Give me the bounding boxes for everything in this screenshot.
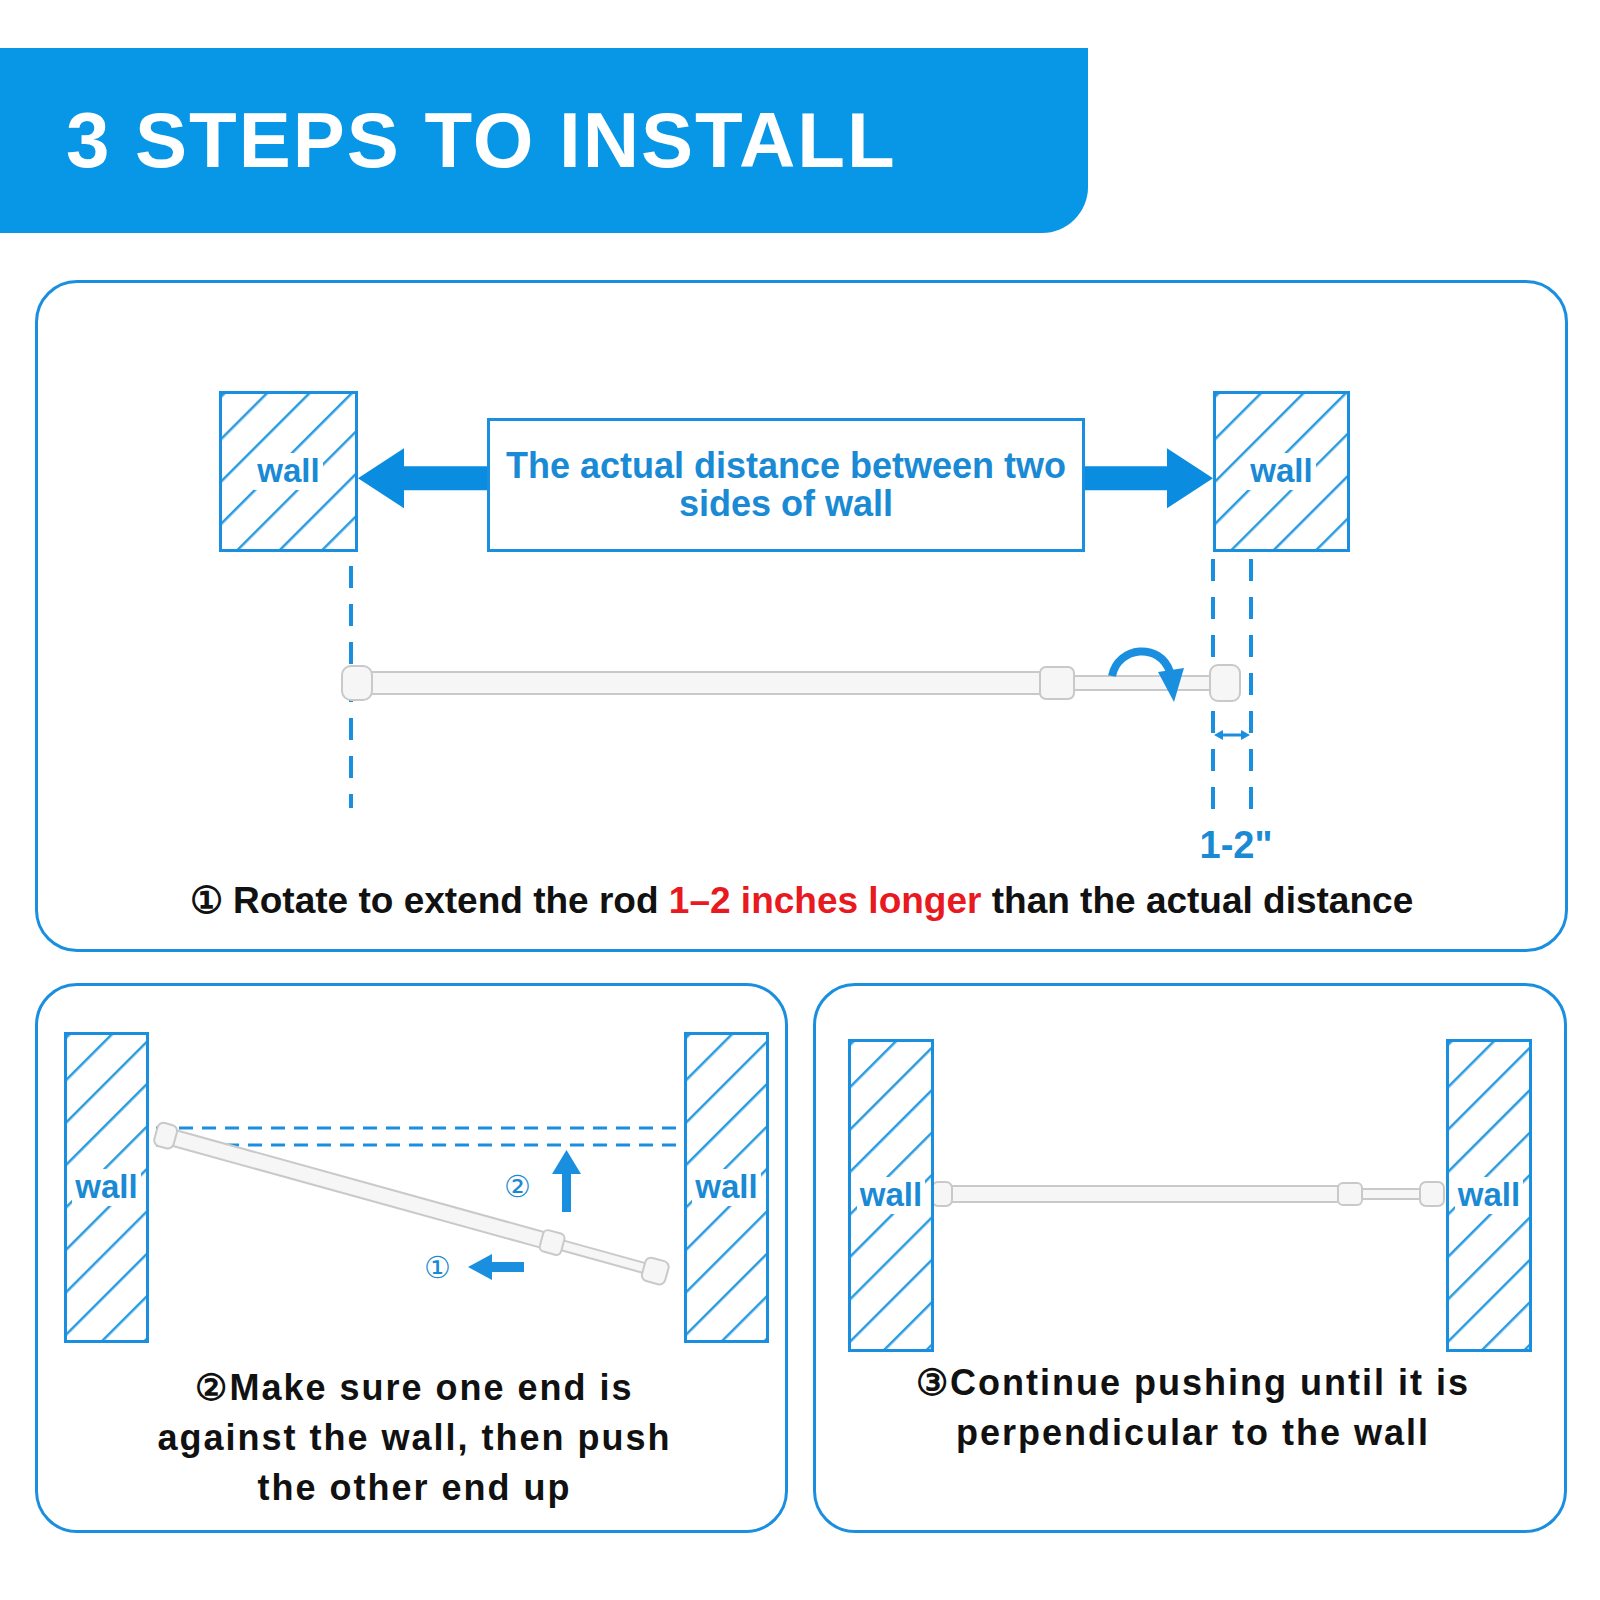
dimension-arrow bbox=[1214, 730, 1250, 740]
rotation-arrow bbox=[1112, 651, 1184, 702]
wall-label: wall bbox=[1247, 453, 1315, 489]
step-panel: ②Make sure one end is against the wall, … bbox=[35, 983, 788, 1533]
arrow-head bbox=[1167, 448, 1213, 508]
wall-block: wall bbox=[219, 391, 358, 552]
block-arrow bbox=[1085, 448, 1213, 508]
hatch-fill bbox=[222, 394, 355, 549]
wall-label: wall bbox=[72, 1169, 140, 1205]
tension-rod bbox=[153, 1121, 670, 1285]
caption-text: ②Make sure one end is against the wall, … bbox=[157, 1367, 671, 1508]
arrow-head bbox=[358, 448, 404, 508]
wall-block: wall bbox=[848, 1039, 934, 1352]
wall-label: wall bbox=[1455, 1177, 1523, 1213]
step-caption: ③Continue pushing until it is perpendicu… bbox=[913, 1358, 1473, 1458]
distance-box: The actual distance between two sides of… bbox=[487, 418, 1085, 552]
step-caption: ① Rotate to extend the rod 1–2 inches lo… bbox=[38, 879, 1565, 922]
dimension-label: 1-2" bbox=[1200, 824, 1273, 867]
wall-label: wall bbox=[857, 1177, 925, 1213]
guide-lines bbox=[156, 1128, 681, 1145]
step-panel: ① Rotate to extend the rod 1–2 inches lo… bbox=[35, 280, 1568, 952]
callout-number: ① bbox=[424, 1250, 451, 1285]
wall-label: wall bbox=[254, 453, 322, 489]
arrow-shaft bbox=[404, 466, 487, 490]
hatch-fill bbox=[687, 1035, 766, 1340]
arrow-shaft bbox=[1085, 466, 1167, 490]
step-caption: ②Make sure one end is against the wall, … bbox=[135, 1363, 695, 1513]
hatch-fill bbox=[1449, 1042, 1529, 1349]
hatch-fill bbox=[1216, 394, 1347, 549]
callout-number: ② bbox=[504, 1169, 531, 1204]
caption-text: than the actual distance bbox=[992, 880, 1414, 921]
hatch-fill bbox=[67, 1035, 146, 1340]
caption-text: ③Continue pushing until it is perpendicu… bbox=[916, 1362, 1470, 1453]
wall-block: wall bbox=[1446, 1039, 1532, 1352]
wall-label: wall bbox=[692, 1169, 760, 1205]
wall-block: wall bbox=[684, 1032, 769, 1343]
distance-text: The actual distance between two sides of… bbox=[504, 447, 1068, 523]
title-text: 3 STEPS TO INSTALL bbox=[66, 48, 897, 233]
wall-block: wall bbox=[1213, 391, 1350, 552]
caption-text: 1–2 inches longer bbox=[669, 880, 982, 921]
block-arrow bbox=[358, 448, 487, 508]
hatch-fill bbox=[851, 1042, 931, 1349]
guide-lines bbox=[351, 559, 1251, 816]
caption-text: ① Rotate to extend the rod bbox=[190, 880, 659, 921]
tension-rod bbox=[932, 1182, 1444, 1206]
motion-arrow bbox=[468, 1150, 581, 1280]
tension-rod bbox=[342, 665, 1240, 701]
title-banner: 3 STEPS TO INSTALL bbox=[0, 48, 1088, 233]
step-panel: ③Continue pushing until it is perpendicu… bbox=[813, 983, 1567, 1533]
wall-block: wall bbox=[64, 1032, 149, 1343]
